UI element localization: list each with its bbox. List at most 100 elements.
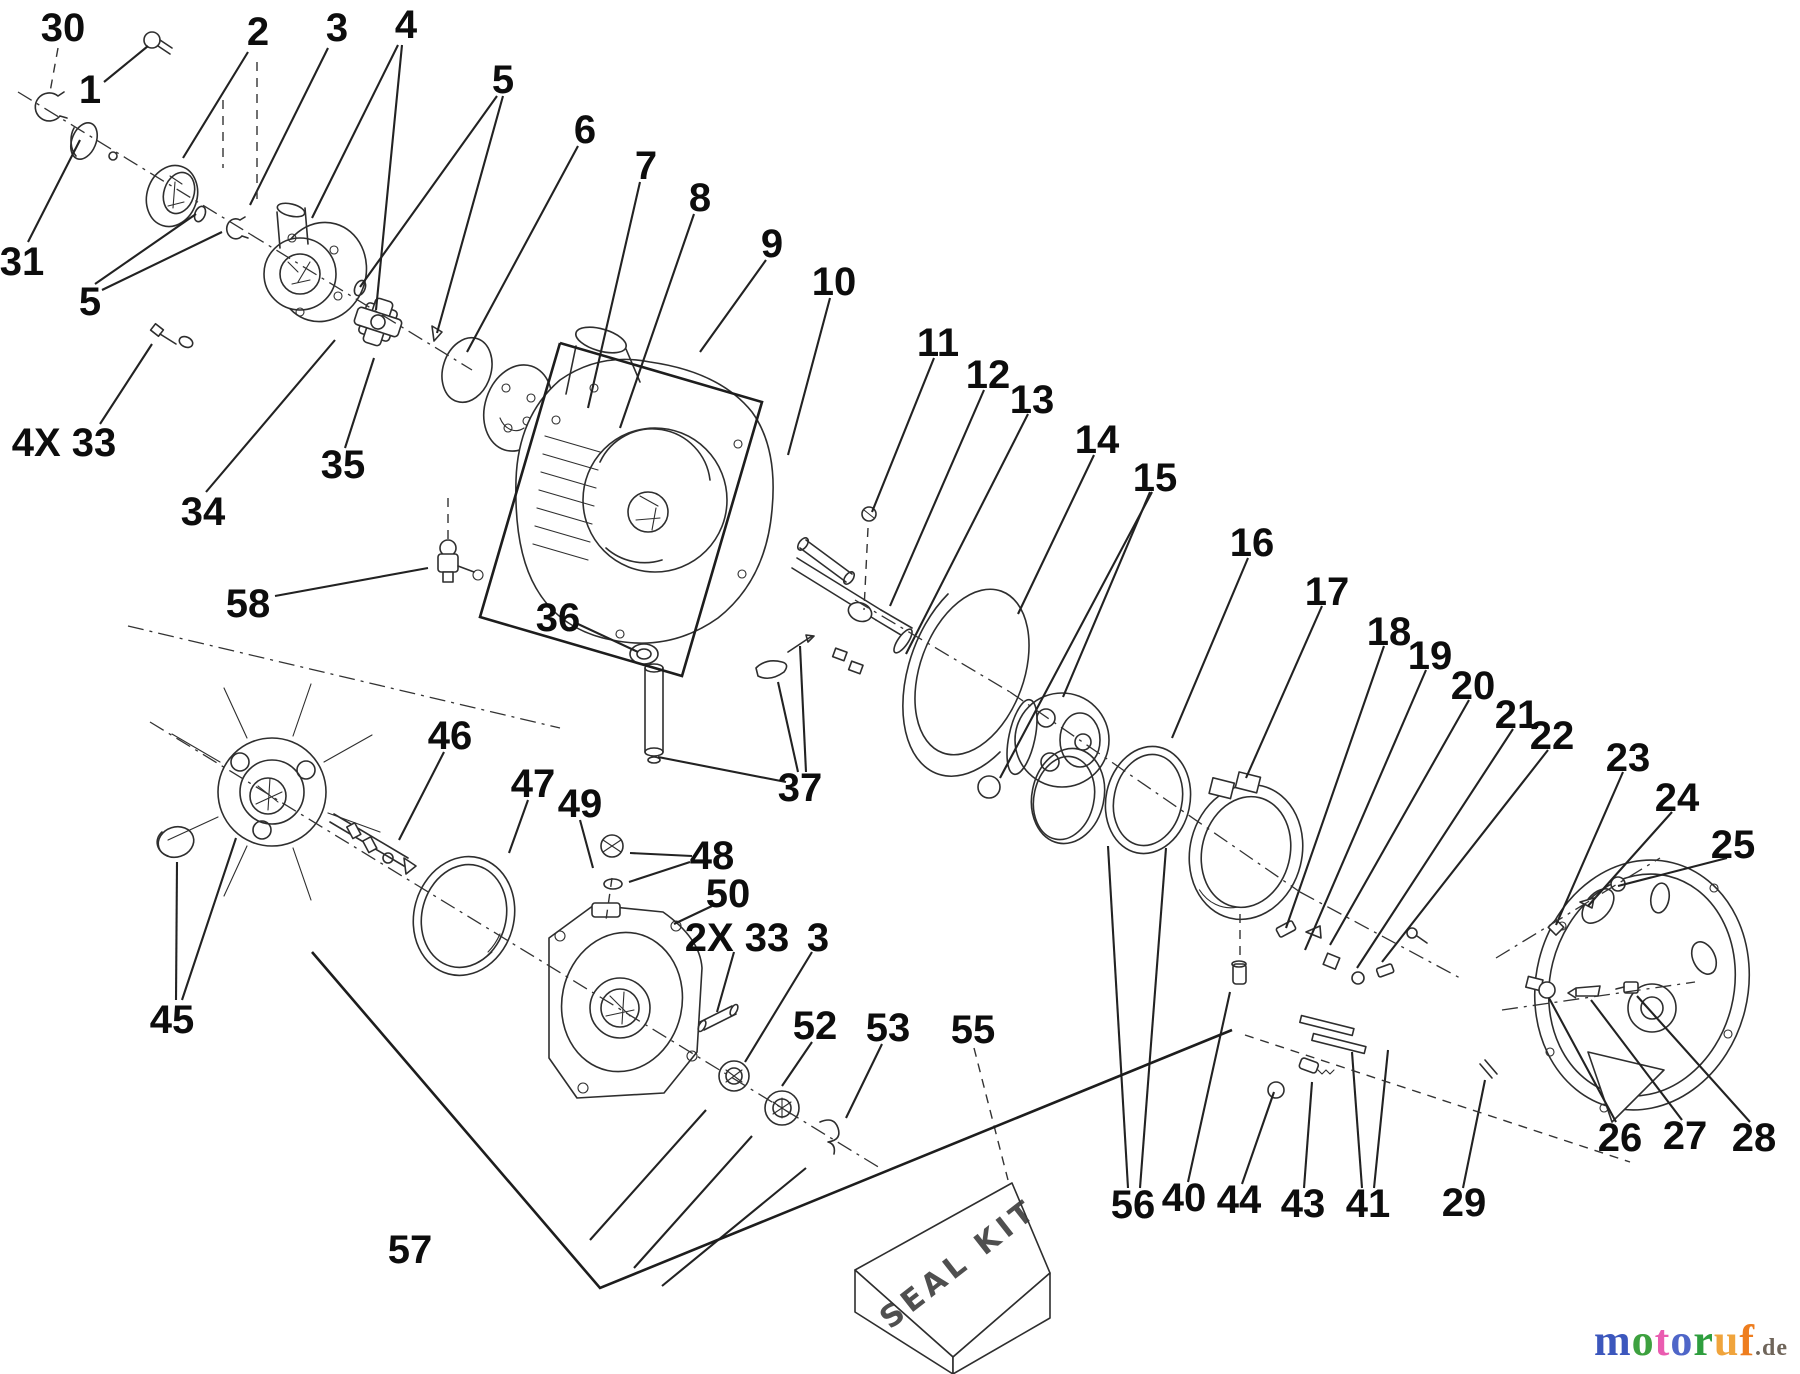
- leader-line: [1501, 981, 1696, 1011]
- leader-line: [781, 1041, 813, 1087]
- leader-line: [1186, 991, 1232, 1183]
- callout-47: 47: [511, 762, 556, 806]
- motoruf-logo-letters: motoruf: [1594, 1316, 1755, 1365]
- leader-line: [1138, 847, 1168, 1189]
- leader-line: [1495, 857, 1661, 959]
- leader-line: [17, 91, 251, 235]
- leader-line: [577, 623, 639, 653]
- callout-28: 28: [1732, 1116, 1777, 1160]
- leader-line: [1372, 1049, 1390, 1189]
- leader-line: [1636, 995, 1751, 1123]
- leader-line: [628, 861, 691, 883]
- callout-19: 19: [1408, 634, 1453, 678]
- callout-12: 12: [966, 353, 1011, 397]
- leader-line: [999, 491, 1153, 779]
- callout-41: 41: [1346, 1182, 1391, 1226]
- leader-line: [589, 1109, 707, 1241]
- logo-letter: r: [1693, 1316, 1714, 1365]
- leader-line: [845, 1043, 883, 1119]
- callout-58: 58: [226, 582, 271, 626]
- callout-56: 56: [1111, 1183, 1156, 1227]
- leader-line: [715, 951, 736, 1013]
- callout-4: 4: [395, 3, 418, 47]
- callout-bracket: [478, 341, 764, 678]
- leader-line: [149, 721, 881, 1169]
- seal-kit-box: SEAL KIT: [854, 1182, 1051, 1374]
- leader-line: [99, 343, 153, 425]
- leader-line: [889, 389, 985, 607]
- logo-letter: o: [1670, 1316, 1694, 1365]
- callout-48: 48: [690, 834, 735, 878]
- leader-line: [657, 755, 787, 784]
- leader-line: [101, 231, 223, 291]
- callout-3: 3: [807, 916, 829, 960]
- leader-line: [786, 297, 832, 456]
- leader-line: [661, 1167, 807, 1287]
- leader-line: [1245, 605, 1323, 779]
- leader-line: [174, 861, 179, 1001]
- end-cap-group: [1267, 859, 1751, 1123]
- leader-line: [127, 625, 561, 729]
- leader-line: [1171, 557, 1249, 739]
- leader-line: [435, 95, 505, 334]
- leader-line: [1356, 728, 1514, 969]
- callout-11: 11: [917, 321, 959, 365]
- leader-line: [699, 259, 767, 353]
- callout-10: 10: [812, 260, 857, 304]
- callout-44: 44: [1217, 1178, 1262, 1222]
- callout-16: 16: [1230, 521, 1275, 565]
- callout-bracket: [1244, 1034, 1631, 1163]
- leader-line: [103, 45, 149, 83]
- leader-line: [1548, 997, 1617, 1123]
- leader-line: [466, 145, 579, 353]
- callout-17: 17: [1305, 570, 1350, 614]
- leader-line: [605, 877, 613, 921]
- leader-line: [181, 837, 237, 1001]
- logo-letter: f: [1739, 1316, 1755, 1365]
- callout-2: 2: [247, 10, 269, 54]
- callout-37: 37: [778, 766, 823, 810]
- leader-line: [27, 139, 81, 243]
- leader-line: [578, 819, 595, 869]
- logo-letter: t: [1654, 1316, 1671, 1365]
- leader-line: [1009, 691, 1301, 893]
- callout-34: 34: [181, 490, 226, 534]
- leader-line: [359, 95, 498, 288]
- leader-line: [249, 233, 473, 371]
- leader-line: [398, 751, 445, 841]
- callout-25: 25: [1711, 823, 1756, 867]
- motoruf-logo: motoruf.de: [1594, 1315, 1788, 1366]
- callout-27: 27: [1663, 1114, 1708, 1158]
- leader-line: [205, 339, 336, 493]
- top-left-parts: [34, 31, 606, 475]
- leader-line: [374, 44, 404, 311]
- leader-line: [1617, 856, 1728, 888]
- callout-23: 23: [1606, 736, 1651, 780]
- callout-18: 18: [1367, 610, 1412, 654]
- leader-line: [871, 357, 935, 513]
- leader-line: [182, 51, 249, 159]
- leader-line: [1017, 454, 1095, 615]
- callout-55: 55: [951, 1008, 996, 1052]
- callout-8: 8: [689, 176, 711, 220]
- callout-14: 14: [1075, 418, 1120, 462]
- callout-15: 15: [1133, 456, 1178, 500]
- leader-line: [94, 213, 197, 285]
- leader-line: [586, 181, 642, 409]
- callout-24: 24: [1655, 776, 1700, 820]
- leader-line: [1590, 999, 1683, 1121]
- callout-5: 5: [79, 280, 101, 324]
- leader-line: [311, 44, 399, 219]
- logo-letter: u: [1713, 1316, 1740, 1365]
- callout-46: 46: [428, 714, 473, 758]
- callout-13: 13: [1010, 378, 1055, 422]
- leader-line: [633, 1135, 753, 1269]
- leader-line: [1304, 669, 1427, 951]
- leader-lines: [17, 44, 1751, 1290]
- callout-50: 50: [706, 872, 751, 916]
- leader-line: [744, 951, 813, 1063]
- callout-7: 7: [635, 144, 657, 188]
